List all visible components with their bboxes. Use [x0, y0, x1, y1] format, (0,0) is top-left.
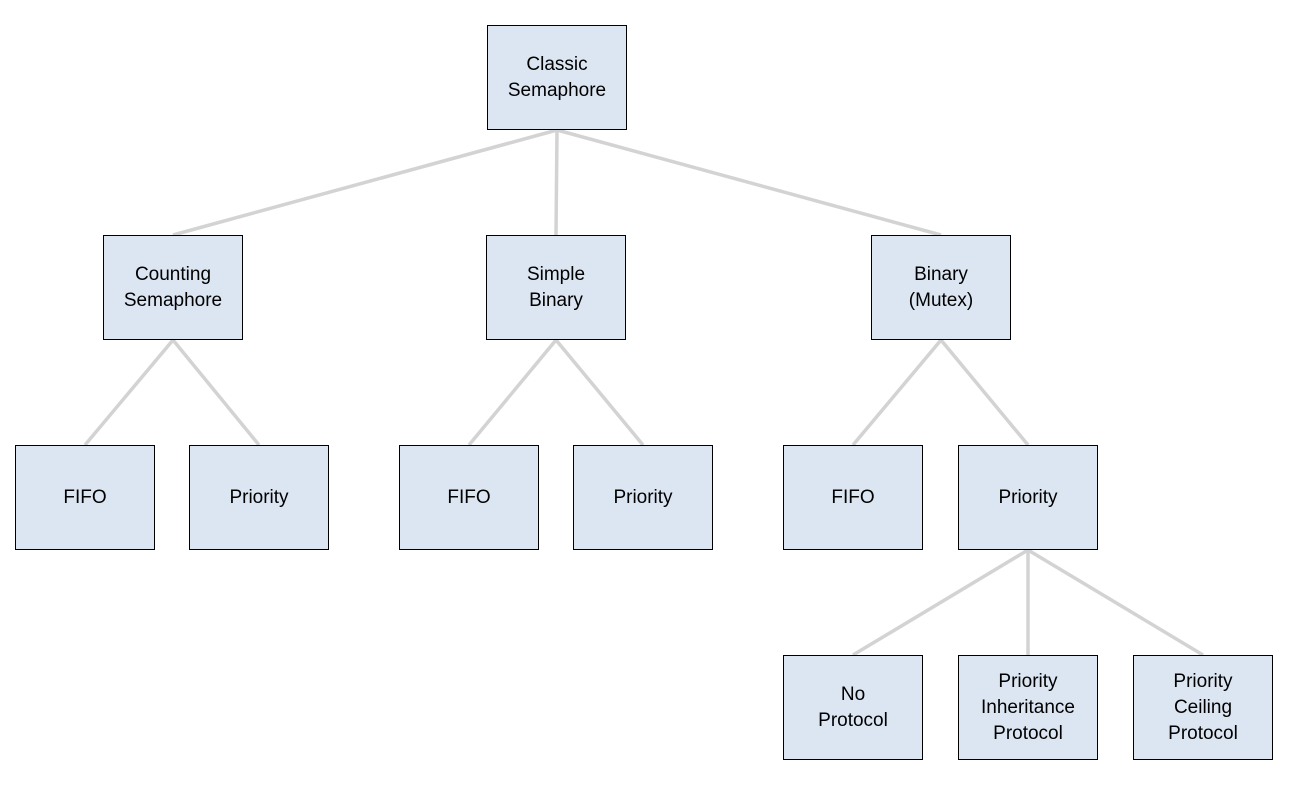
edge-classic-to-simple_binary	[554, 129, 559, 236]
edge-simple_binary-to-simple_fifo	[467, 338, 558, 447]
edge-binary_mutex-to-binary_priority	[939, 338, 1030, 447]
node-simple-binary-fifo: FIFO	[399, 445, 539, 550]
node-counting-fifo: FIFO	[15, 445, 155, 550]
node-binary-mutex: Binary (Mutex)	[871, 235, 1011, 340]
edge-classic-to-counting	[172, 128, 558, 237]
edge-classic-to-binary_mutex	[556, 128, 942, 237]
node-counting-semaphore: Counting Semaphore	[103, 235, 243, 340]
edge-simple_binary-to-simple_priority	[554, 338, 645, 447]
node-counting-priority: Priority	[189, 445, 329, 550]
node-priority-inheritance-protocol: Priority Inheritance Protocol	[958, 655, 1098, 760]
edge-counting-to-counting_priority	[171, 338, 261, 447]
edge-binary_priority-to-priority_ceiling	[1027, 548, 1204, 657]
edge-binary_priority-to-no_protocol	[852, 548, 1029, 657]
node-priority-ceiling-protocol: Priority Ceiling Protocol	[1133, 655, 1273, 760]
node-classic-semaphore: Classic Semaphore	[487, 25, 627, 130]
node-no-protocol: No Protocol	[783, 655, 923, 760]
edge-counting-to-counting_fifo	[83, 338, 175, 447]
node-binary-mutex-priority: Priority	[958, 445, 1098, 550]
node-simple-binary: Simple Binary	[486, 235, 626, 340]
node-binary-mutex-fifo: FIFO	[783, 445, 923, 550]
node-simple-binary-priority: Priority	[573, 445, 713, 550]
edge-binary_mutex-to-binary_fifo	[851, 338, 943, 447]
